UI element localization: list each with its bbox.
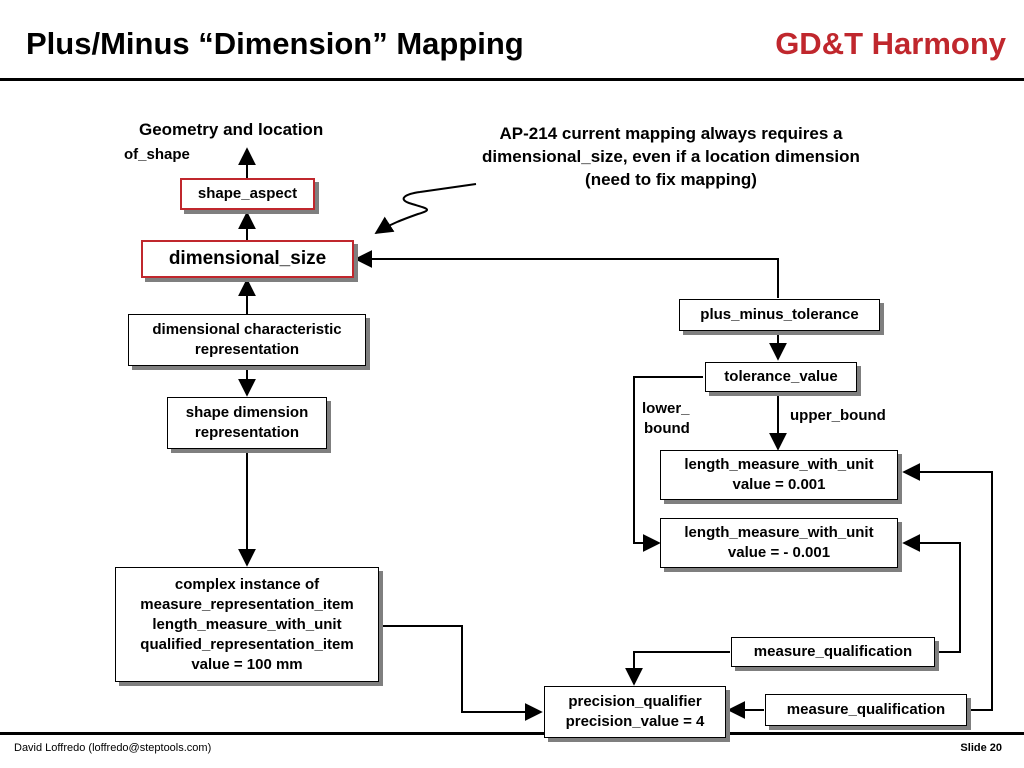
complex-line-1: complex instance of xyxy=(174,575,320,593)
complex-line-2: measure_representation_item xyxy=(140,595,354,613)
arrow-mq1-to-pq xyxy=(625,651,730,686)
complex-line-3: length_measure_with_unit xyxy=(152,615,342,633)
precision-qualifier-box: precision_qualifier precision_value = 4 xyxy=(544,686,726,738)
pq-line-2: precision_value = 4 xyxy=(565,713,705,730)
dcr-line-2: representation xyxy=(194,341,300,358)
shape-aspect-text: shape_aspect xyxy=(197,185,298,202)
note-line-1: AP-214 current mapping always requires a xyxy=(499,124,843,143)
dimensional-size-text: dimensional_size xyxy=(168,248,327,269)
measure-qualification-box-1: measure_qualification xyxy=(731,637,935,667)
complex-instance-box: complex instance of measure_representati… xyxy=(115,567,379,682)
complex-line-4: qualified_representation_item xyxy=(140,635,354,653)
lower-bound-label-1: lower_ xyxy=(642,400,690,417)
measure-qualification-text-2: measure_qualification xyxy=(786,701,946,718)
lmwu-lower-line-2: value = - 0.001 xyxy=(727,544,831,561)
lmwu-upper-line-1: length_measure_with_unit xyxy=(684,456,874,473)
of-shape-label: of_shape xyxy=(124,146,190,163)
lmwu-upper-line-2: value = 0.001 xyxy=(732,476,826,493)
arrow-pmt-to-dimsize xyxy=(354,250,779,298)
lower-bound-label-2: bound xyxy=(644,420,690,437)
upper-bound-label: upper_bound xyxy=(790,407,886,424)
complex-line-5: value = 100 mm xyxy=(191,655,303,673)
note-line-2: dimensional_size, even if a location dim… xyxy=(482,147,860,166)
shape-aspect-box: shape_aspect xyxy=(180,178,315,210)
tolerance-value-box: tolerance_value xyxy=(705,362,857,392)
squiggle-pointer xyxy=(374,191,429,234)
arrow-note-pointer xyxy=(419,183,477,193)
dim-char-rep-box: dimensional characteristic representatio… xyxy=(128,314,366,366)
measure-qualification-box-2: measure_qualification xyxy=(765,694,967,726)
dcr-line-1: dimensional characteristic xyxy=(152,321,342,338)
arrow-lower-bound xyxy=(633,376,703,552)
lmwu-lower-line-1: length_measure_with_unit xyxy=(684,524,874,541)
lmwu-upper-box: length_measure_with_unit value = 0.001 xyxy=(660,450,898,500)
bottom-rule xyxy=(0,732,1024,735)
mapping-note: AP-214 current mapping always requires a… xyxy=(440,122,902,191)
plus-minus-tolerance-text: plus_minus_tolerance xyxy=(700,306,859,323)
plus-minus-tolerance-box: plus_minus_tolerance xyxy=(679,299,880,331)
dimensional-size-box: dimensional_size xyxy=(141,240,354,278)
slide-title: Plus/Minus “Dimension” Mapping xyxy=(26,26,524,61)
brand-title: GD&T Harmony xyxy=(775,26,1006,61)
geometry-location-label: Geometry and location xyxy=(139,120,324,139)
measure-qualification-text-1: measure_qualification xyxy=(753,643,913,660)
sdr-line-2: representation xyxy=(194,424,300,441)
arrow-mq1-to-lmwu xyxy=(902,534,961,653)
pq-line-1: precision_qualifier xyxy=(568,693,702,710)
lmwu-lower-box: length_measure_with_unit value = - 0.001 xyxy=(660,518,898,568)
slide-number: Slide 20 xyxy=(960,742,1002,754)
sdr-line-1: shape dimension xyxy=(185,404,309,421)
note-line-3: (need to fix mapping) xyxy=(585,170,757,189)
tolerance-value-text: tolerance_value xyxy=(724,368,838,385)
arrow-mq2-to-lmwu xyxy=(902,463,993,711)
arrow-complex-to-precision xyxy=(381,625,543,721)
shape-dim-rep-box: shape dimension representation xyxy=(167,397,327,449)
top-rule xyxy=(0,78,1024,81)
footer-author: David Loffredo (loffredo@steptools.com) xyxy=(14,742,212,754)
